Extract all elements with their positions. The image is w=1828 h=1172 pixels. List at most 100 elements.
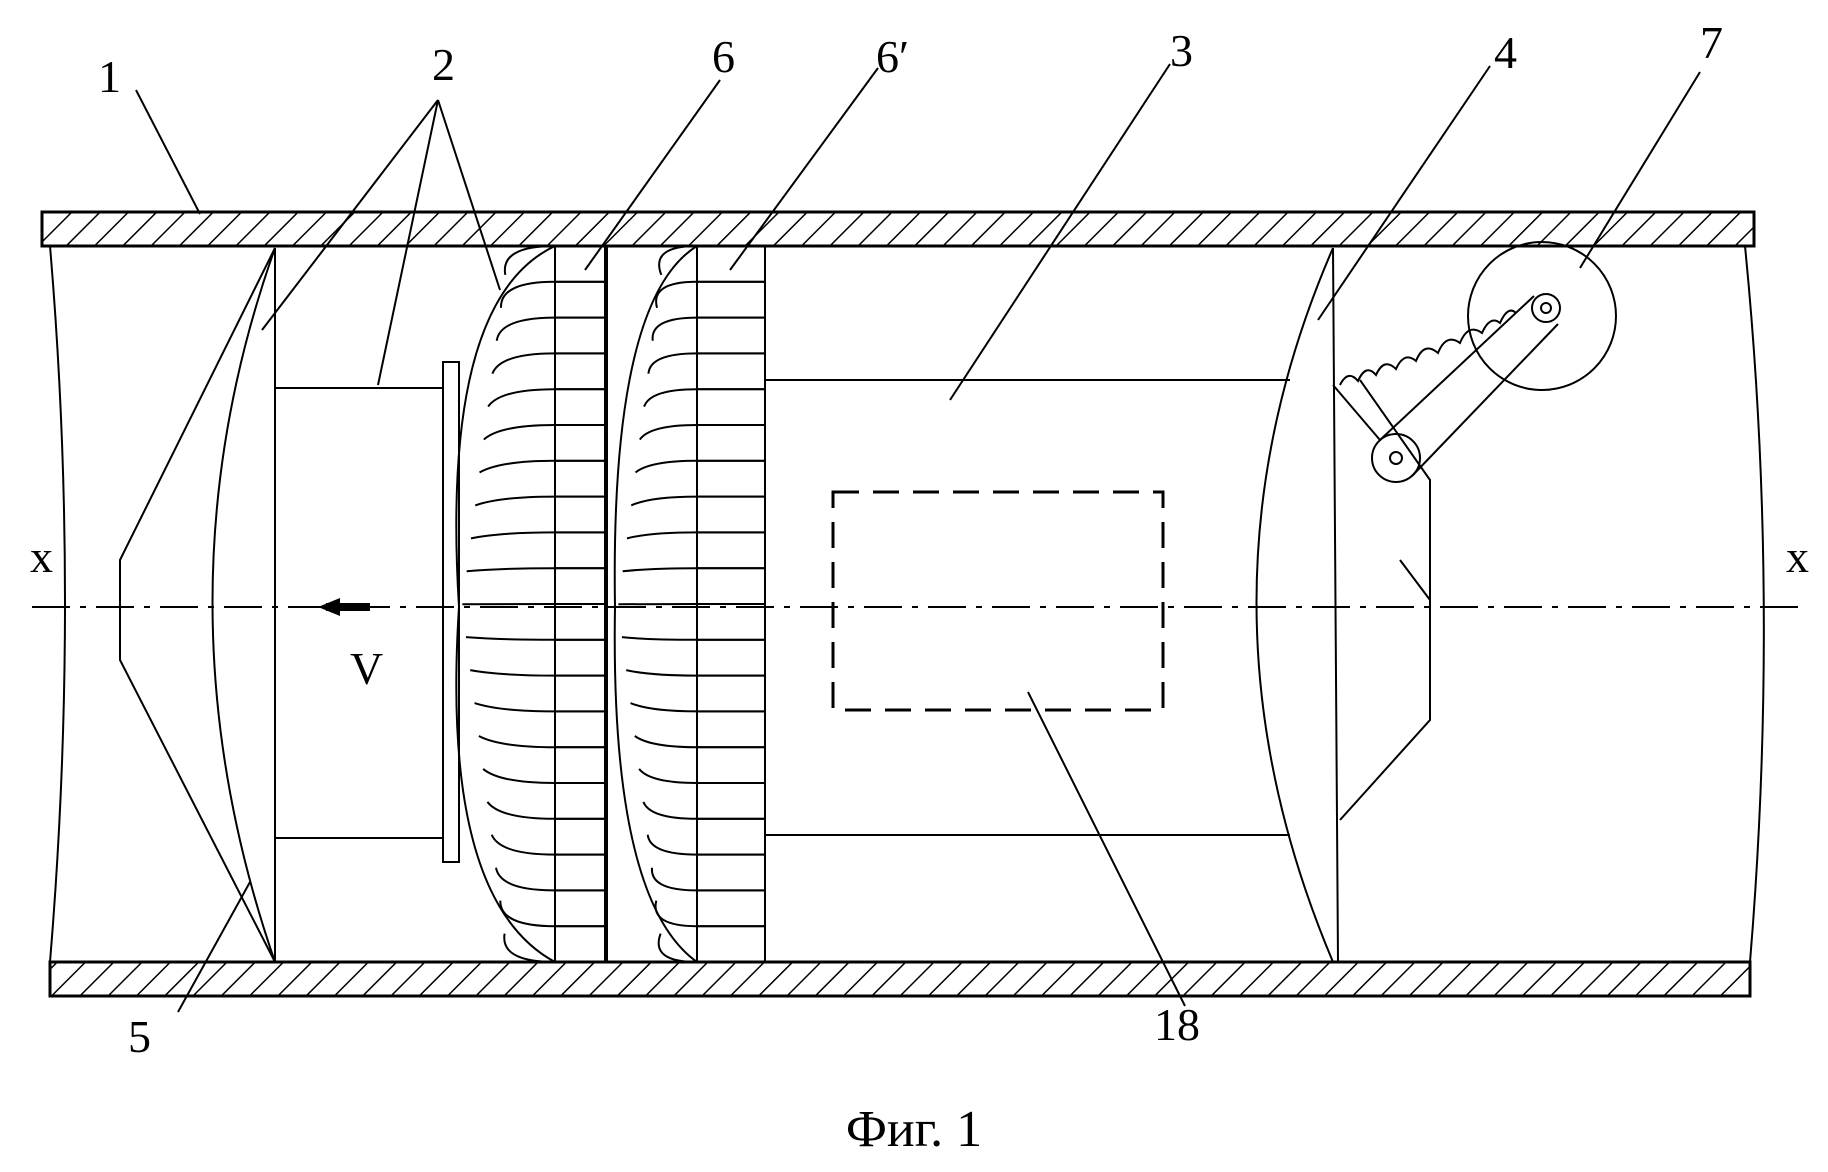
brush-segment: [697, 819, 765, 855]
brush-segment: [697, 532, 765, 568]
brush-fibre: [487, 802, 555, 819]
velocity-arrow: [318, 598, 370, 616]
brush-segment: [555, 282, 605, 318]
brush-fibre: [470, 670, 555, 675]
figure-caption: Фиг. 1: [846, 1101, 982, 1158]
brush-segment: [555, 640, 605, 676]
brush-segment: [697, 926, 765, 962]
brush-fibre: [636, 461, 697, 473]
brush-fibre: [623, 568, 697, 571]
brush-segment: [697, 568, 765, 604]
brush-segment: [697, 711, 765, 747]
brush-segment: [555, 855, 605, 891]
brush-fibre: [652, 868, 697, 891]
brush-segment: [697, 497, 765, 533]
brush-segment: [555, 783, 605, 819]
body-2: [275, 388, 443, 838]
brush-segment: [697, 318, 765, 354]
brush-segment: [697, 747, 765, 783]
brush-fibre: [488, 389, 555, 406]
brush-segment: [697, 282, 765, 318]
brush-segment: [697, 353, 765, 389]
brush-fibre: [475, 497, 555, 506]
brush-segment: [697, 783, 765, 819]
brush-fibre: [644, 389, 697, 406]
brush-segment: [555, 711, 605, 747]
label-7: 7: [1700, 17, 1723, 68]
brush-fibre: [475, 703, 555, 711]
brush-segment: [555, 497, 605, 533]
brush-segment: [697, 461, 765, 497]
brush-segment: [555, 318, 605, 354]
label-6: 6: [712, 31, 735, 82]
wheel-assembly-7: [1333, 242, 1616, 482]
brush-segment: [555, 604, 605, 640]
brush-assembly-6: [456, 246, 605, 962]
brush-fibre: [622, 637, 697, 640]
axis-label-left: x: [30, 531, 53, 582]
brush-segment: [555, 461, 605, 497]
brush-fibre: [492, 353, 555, 373]
dashed-block-18: [833, 492, 1163, 710]
brush-segment: [697, 855, 765, 891]
brush-fibre: [639, 769, 697, 783]
pipe-wall-bottom: [50, 962, 1750, 996]
brush-fibre: [466, 637, 555, 640]
brush-fibre: [483, 769, 555, 783]
brush-segment: [697, 890, 765, 926]
brush-fibre: [631, 497, 697, 506]
label-3: 3: [1170, 25, 1193, 76]
brush-segment: [555, 568, 605, 604]
label-6-prime: 6′: [876, 31, 909, 82]
brush-fibre: [480, 461, 555, 473]
brush-fibre: [500, 901, 555, 927]
pipe-break-left: [50, 246, 65, 962]
brush-segment: [555, 819, 605, 855]
pipe-wall-top: [42, 212, 1754, 246]
brush-segment: [697, 676, 765, 712]
label-5: 5: [128, 1011, 151, 1062]
brush-fibre: [479, 736, 555, 747]
brush-segment: [555, 353, 605, 389]
brush-segment: [697, 604, 765, 640]
brush-fibre: [648, 353, 697, 373]
brush-fibre: [653, 318, 697, 341]
brush-fibre: [656, 282, 697, 308]
brush-segment: [555, 425, 605, 461]
rear-cup-4: [1257, 248, 1431, 962]
label-1: 1: [98, 51, 121, 102]
label-2: 2: [432, 39, 455, 90]
brush-segment: [697, 640, 765, 676]
brush-segment: [555, 926, 605, 962]
brush-fibre: [640, 425, 697, 440]
brush-fibre: [496, 868, 555, 891]
brush-fibre: [627, 532, 697, 538]
pipe-break-right: [1745, 246, 1764, 962]
front-cup-5: [120, 248, 275, 962]
brush-fibre: [631, 703, 697, 711]
front-plate: [443, 362, 459, 862]
label-18: 18: [1154, 999, 1200, 1050]
brush-fibre: [648, 835, 697, 855]
velocity-label: V: [350, 643, 383, 694]
brush-fibre: [492, 835, 555, 855]
brush-fibre: [484, 425, 555, 440]
axis-label-right: x: [1786, 531, 1809, 582]
brush-segment: [555, 890, 605, 926]
brush-segment: [555, 676, 605, 712]
label-4: 4: [1494, 27, 1517, 78]
brush-segment: [697, 246, 765, 282]
brush-segment: [555, 747, 605, 783]
body-3: [765, 246, 1290, 962]
brush-fibre: [467, 568, 555, 571]
brush-segment: [555, 532, 605, 568]
brush-fibre: [643, 802, 697, 819]
brush-segment: [697, 389, 765, 425]
brush-segment: [697, 425, 765, 461]
brush-fibre: [626, 670, 697, 675]
brush-fibre: [497, 318, 555, 341]
brush-fibre: [635, 736, 697, 747]
leader-lines: [136, 64, 1700, 1012]
brush-assembly-6-prime: [607, 246, 765, 962]
